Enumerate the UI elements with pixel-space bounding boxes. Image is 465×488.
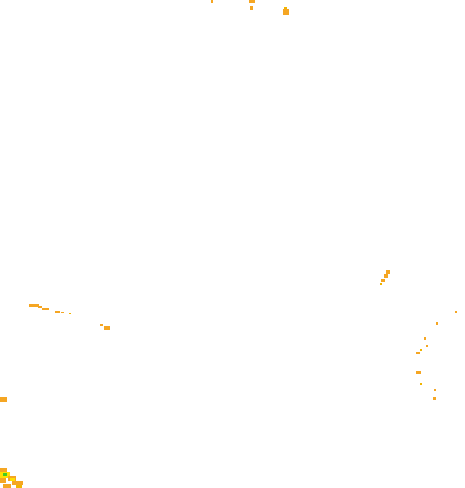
precip-cell-orange bbox=[29, 304, 39, 307]
precip-cell-orange bbox=[38, 306, 42, 308]
precip-cell-orange bbox=[424, 337, 426, 340]
precip-cell-orange bbox=[436, 322, 438, 325]
precip-cell-orange bbox=[455, 311, 457, 313]
precip-cell-orange bbox=[55, 311, 60, 313]
precip-cell-yellow bbox=[10, 478, 15, 481]
precip-cell-orange bbox=[433, 397, 436, 400]
precip-cell-orange bbox=[434, 389, 436, 391]
precip-cell-orange bbox=[61, 312, 64, 313]
precip-cell-orange bbox=[3, 484, 11, 488]
precip-cell-amber bbox=[380, 283, 382, 285]
precip-cell-orange bbox=[386, 270, 390, 274]
precip-cell-orange bbox=[426, 345, 428, 347]
precip-cell-orange bbox=[250, 6, 253, 10]
precip-cell-amber bbox=[16, 485, 22, 488]
precip-cell-orange bbox=[211, 0, 213, 3]
precip-cell-green bbox=[3, 473, 7, 476]
precip-cell-orange bbox=[381, 279, 385, 282]
precip-cell-amber bbox=[420, 349, 422, 351]
precip-cell-amber bbox=[69, 313, 71, 314]
precip-cell-orange bbox=[0, 478, 6, 483]
precip-cell-orange bbox=[42, 308, 49, 310]
precip-cell-orange bbox=[104, 326, 110, 330]
precip-cell-orange bbox=[0, 397, 7, 402]
precip-cell-orange bbox=[416, 371, 421, 374]
precip-cell-orange bbox=[100, 324, 103, 326]
precip-cell-orange bbox=[0, 468, 7, 472]
precip-cell-amber bbox=[284, 7, 287, 9]
precip-cell-amber bbox=[420, 383, 422, 385]
precip-cell-orange bbox=[384, 274, 388, 278]
precip-cell-orange bbox=[283, 9, 289, 15]
precip-cell-orange bbox=[12, 481, 23, 485]
precip-cell-orange bbox=[416, 352, 420, 354]
precip-cell-orange bbox=[249, 0, 255, 3]
